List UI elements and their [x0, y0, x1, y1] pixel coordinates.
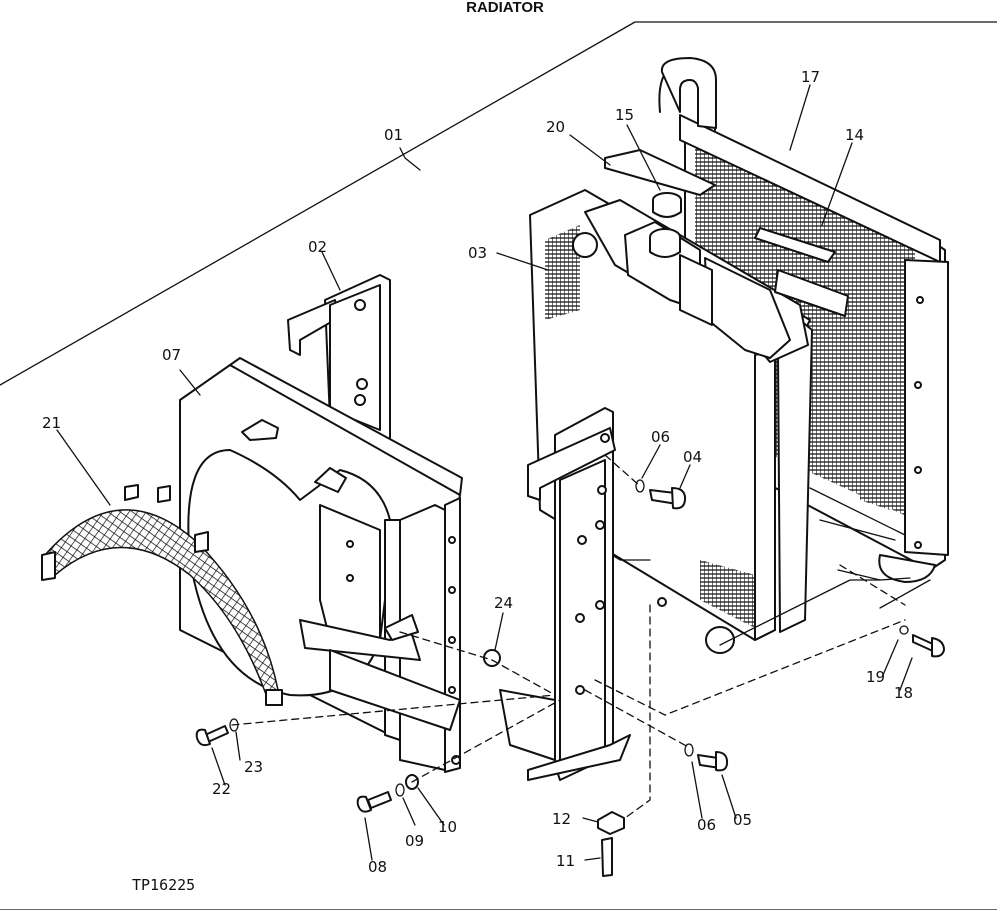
callout-20: 20: [546, 118, 565, 136]
leader-lines: [56, 84, 913, 861]
radiator-cap: [652, 192, 682, 218]
callout-06-upper: 06: [651, 428, 670, 446]
callout-09: 09: [405, 832, 424, 850]
callout-10: 10: [438, 818, 457, 836]
fan-guard: [41, 484, 283, 706]
callout-03: 03: [468, 244, 487, 262]
callout-15: 15: [615, 106, 634, 124]
assembly-outline: [0, 21, 997, 910]
callout-17: 17: [801, 68, 820, 86]
figure-code: TP16225: [132, 876, 195, 894]
fan-shroud: [179, 357, 463, 773]
frame-member-front: [499, 407, 667, 781]
callout-02: 02: [308, 238, 327, 256]
callout-11: 11: [556, 852, 575, 870]
callout-19: 19: [866, 668, 885, 686]
frame-member-02: [287, 274, 391, 446]
callout-23: 23: [244, 758, 263, 776]
callout-04: 04: [683, 448, 702, 466]
callout-07: 07: [162, 346, 181, 364]
callout-08: 08: [368, 858, 387, 876]
diagram-title: RADIATOR: [466, 0, 544, 16]
callout-05: 05: [733, 811, 752, 829]
callout-12: 12: [552, 810, 571, 828]
callout-24: 24: [494, 594, 513, 612]
callout-01: 01: [384, 126, 403, 144]
bolt-18: [899, 625, 945, 658]
callout-22: 22: [212, 780, 231, 798]
callout-06-lower: 06: [697, 816, 716, 834]
callout-18: 18: [894, 684, 913, 702]
callout-14: 14: [845, 126, 864, 144]
alignment-lines: [231, 454, 906, 819]
callout-21: 21: [42, 414, 61, 432]
